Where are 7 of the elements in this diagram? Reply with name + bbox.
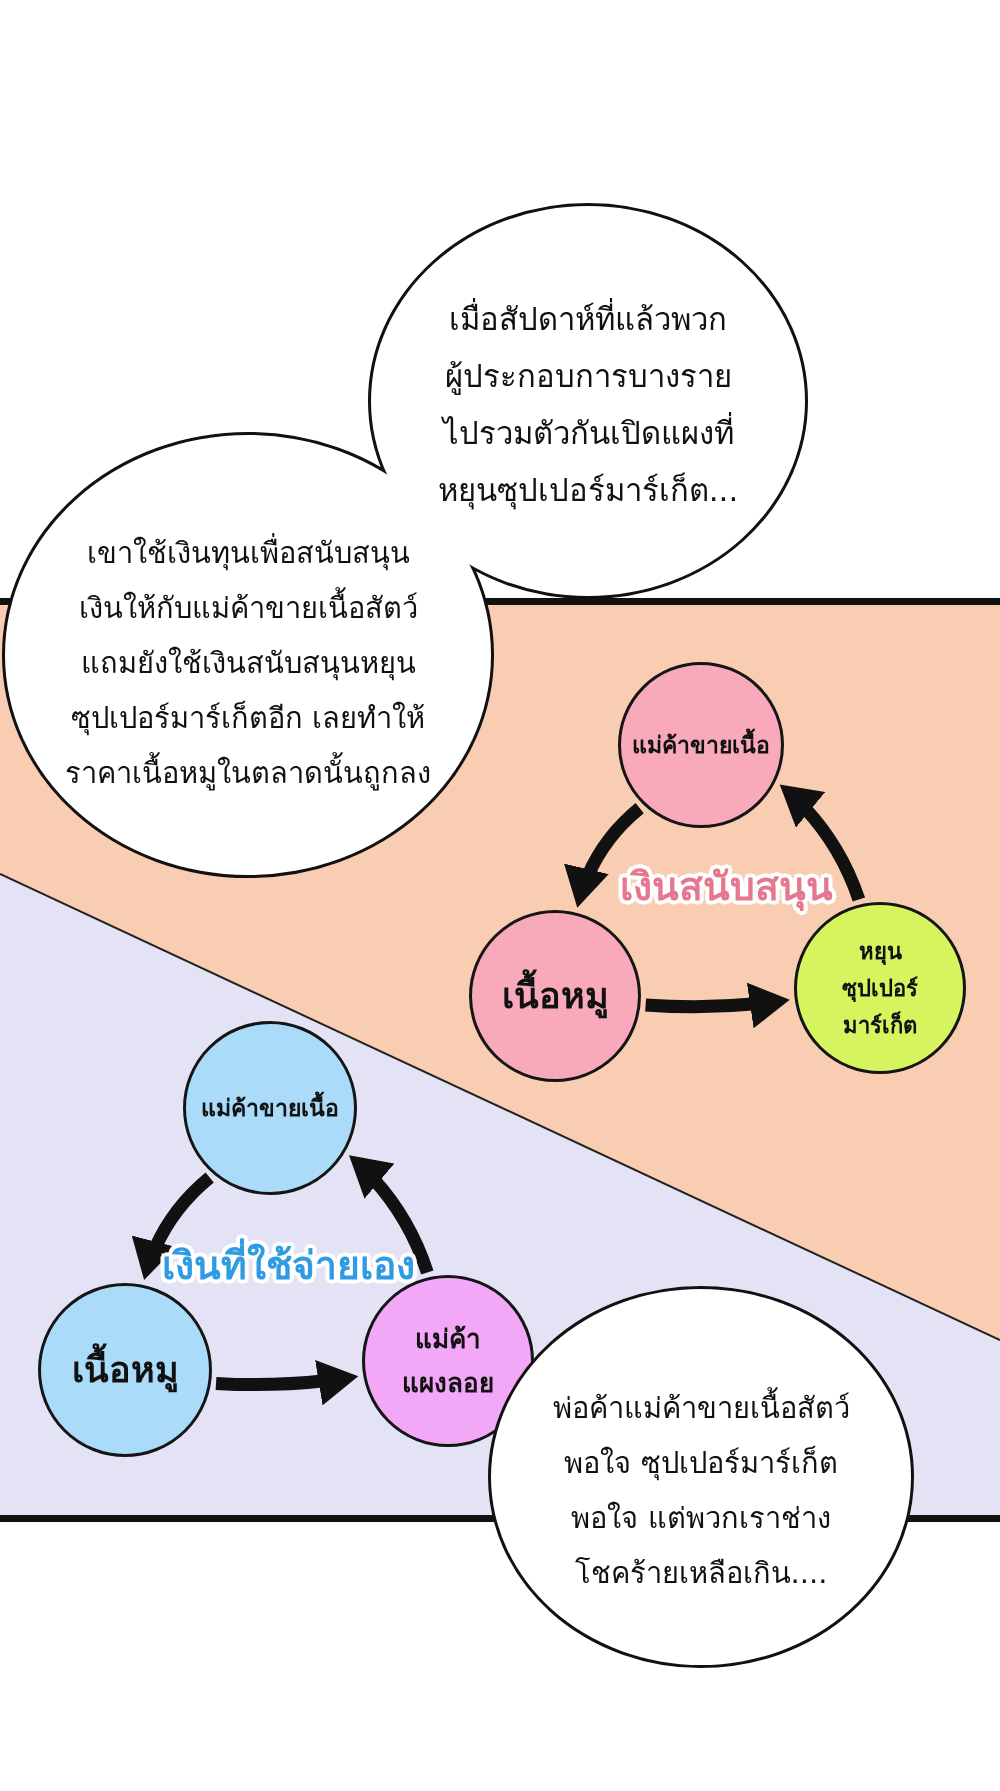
speech-text: พ่อค้าแม่ค้าขายเนื้อสัตว์พอใจ ซุปเปอร์มาร์เก็ตพอใจ แต่พวกเราช่างโชคร้ายเหลือเกิน.... — [533, 1381, 869, 1601]
arrow — [132, 1172, 214, 1282]
arrow — [645, 982, 791, 1028]
arrow — [565, 803, 644, 910]
speech-text: เมื่อสัปดาห์ที่แล้วพวกผู้ประกอบการบางรายไปรวมตัวกันเปิดแผงที่หยุนซุปเปอร์มาร์เก็ต... — [413, 291, 763, 519]
arrow — [215, 1359, 360, 1406]
speech-text: เขาใช้เงินทุนเพื่อสนับสนุนเงินให้กับแม่ค้าขายเนื้อสัตว์แถมยังใช้เงินสนับสนุนหยุนซุปเปอร์มาร์เก็ตอีก เลยทำให้ราคาเนื้อหมูในตลาดนั้นถูกลง — [64, 532, 432, 793]
